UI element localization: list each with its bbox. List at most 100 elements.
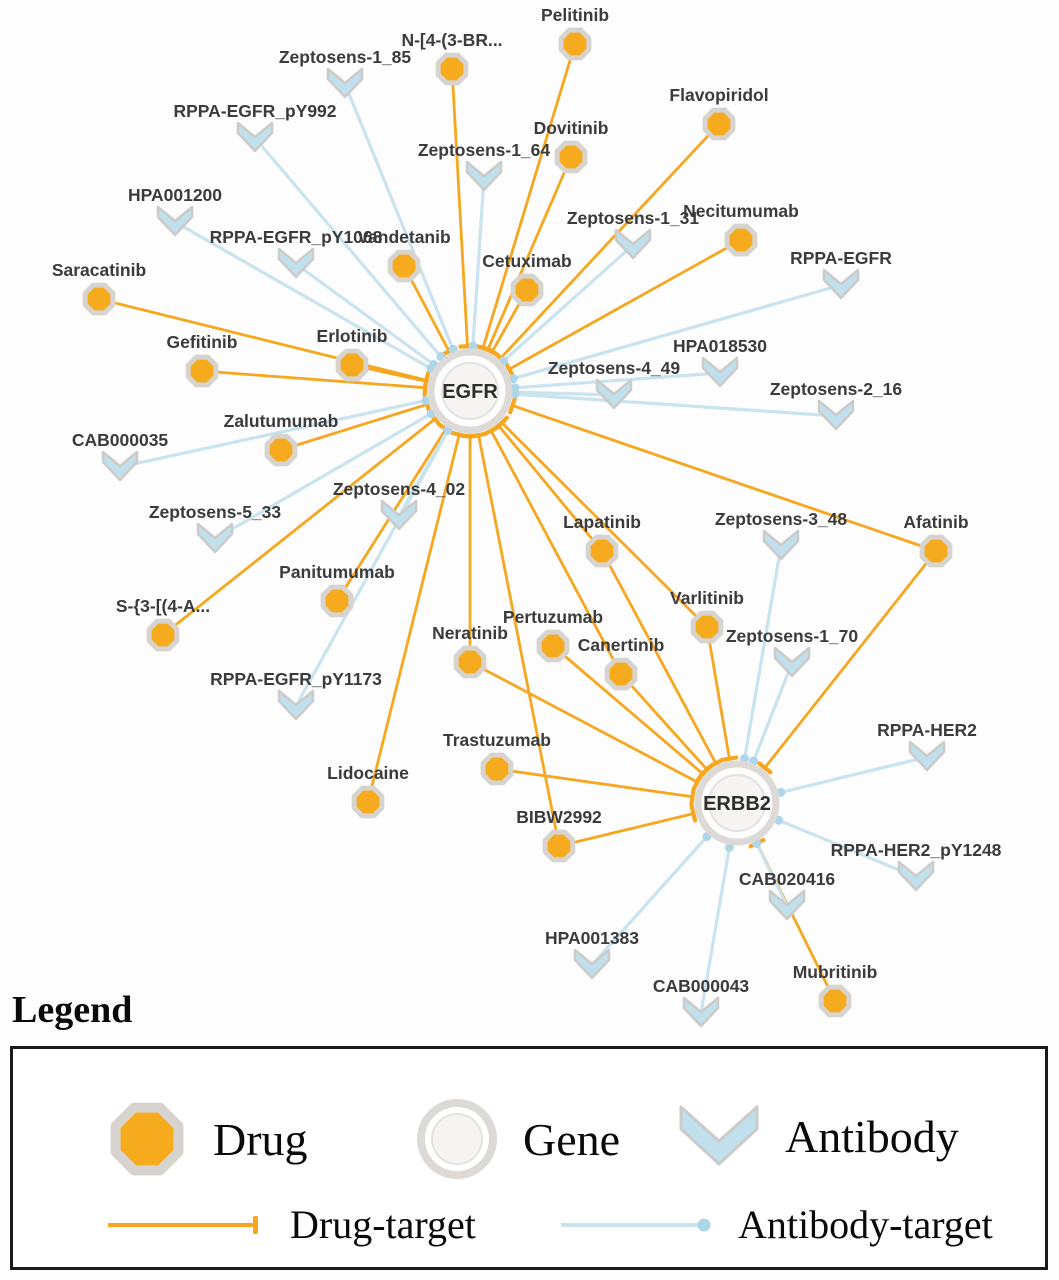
antibody-chevron <box>773 646 811 678</box>
node-Afatinib[interactable]: Afatinib <box>903 512 969 568</box>
drug-octagon <box>82 282 116 316</box>
node-label: Vandetanib <box>357 227 450 247</box>
node-Zeptosens-5_33[interactable]: Zeptosens-5_33 <box>149 502 282 554</box>
node-Gefitinib[interactable]: Gefitinib <box>167 332 238 388</box>
node-Zeptosens-1_31[interactable]: Zeptosens-1_31 <box>567 208 700 260</box>
antibody-chevron-icon <box>679 1105 759 1166</box>
node-Zeptosens-4_02[interactable]: Zeptosens-4_02 <box>333 479 466 531</box>
gene-circle-icon <box>417 1099 497 1179</box>
node-Zeptosens-1_70[interactable]: Zeptosens-1_70 <box>726 626 859 678</box>
node-Zeptosens-2_16[interactable]: Zeptosens-2_16 <box>770 379 903 431</box>
node-Lidocaine[interactable]: Lidocaine <box>327 763 409 819</box>
node-RPPA-EGFR[interactable]: RPPA-EGFR <box>790 248 892 300</box>
node-label: RPPA-HER2_pY1248 <box>831 840 1002 860</box>
node-label: ERBB2 <box>703 793 771 815</box>
node-Pertuzumab[interactable]: Pertuzumab <box>503 607 603 663</box>
drug-octagon <box>320 584 354 618</box>
node-Erlotinib[interactable]: Erlotinib <box>317 326 388 382</box>
node-Mubritinib[interactable]: Mubritinib <box>793 962 878 1018</box>
node-Zalutumumab[interactable]: Zalutumumab <box>224 411 339 467</box>
drug-octagon <box>351 785 385 819</box>
edge-HPA001383-ERBB2 <box>590 832 712 967</box>
edge-Afatinib-EGFR <box>508 396 937 553</box>
legend-item-drug-target: Drug-target <box>105 1201 476 1248</box>
edge-Zeptosens-3_48-ERBB2 <box>740 545 783 764</box>
node-Zeptosens-3_48[interactable]: Zeptosens-3_48 <box>715 509 848 561</box>
legend-item-drug: Drug <box>101 1093 308 1185</box>
edge-Neratinib-ERBB2 <box>469 660 703 791</box>
node-Canertinib[interactable]: Canertinib <box>578 635 665 691</box>
node-BIBW2992[interactable]: BIBW2992 <box>516 807 602 863</box>
antibody-chevron <box>701 356 739 388</box>
node-HPA001383[interactable]: HPA001383 <box>545 928 639 980</box>
drug-octagon <box>558 27 592 61</box>
antibody-chevron <box>277 247 315 279</box>
node-HPA001200[interactable]: HPA001200 <box>128 185 222 237</box>
drug-octagon <box>542 829 576 863</box>
drug-octagon <box>185 354 219 388</box>
legend-label-gene: Gene <box>523 1113 621 1165</box>
edge-Canertinib-EGFR <box>482 425 623 675</box>
node-Varlitinib[interactable]: Varlitinib <box>670 588 744 644</box>
node-CAB020416[interactable]: CAB020416 <box>739 869 836 921</box>
node-label: N-[4-(3-BR... <box>401 30 502 50</box>
node-label: Zalutumumab <box>224 411 339 431</box>
drug-octagon <box>604 657 638 691</box>
node-label: Gefitinib <box>167 332 238 352</box>
node-S-A[interactable]: S-{3-[(4-A... <box>116 596 210 652</box>
edge-Pelitinib-EGFR <box>474 43 577 353</box>
edge-Varlitinib-ERBB2 <box>705 626 739 763</box>
antibody-target-edge-icon <box>561 1218 711 1231</box>
node-N-BR[interactable]: N-[4-(3-BR... <box>401 30 503 86</box>
edge-Zeptosens-4_49-EGFR <box>510 387 615 397</box>
node-Zeptosens-1_64[interactable]: Zeptosens-1_64 <box>418 140 551 192</box>
node-Flavopiridol[interactable]: Flavopiridol <box>669 85 769 141</box>
edge-RPPA-HER2_pY1248-ERBB2 <box>774 815 917 879</box>
node-label: Zeptosens-2_16 <box>770 379 903 399</box>
drug-target-edge-icon <box>108 1215 258 1234</box>
edge-Lapatinib-ERBB2 <box>600 550 725 769</box>
node-Necitumumab[interactable]: Necitumumab <box>683 201 799 257</box>
node-label: RPPA-EGFR_pY1173 <box>210 669 382 689</box>
node-RPPA-EGFR_pY1068[interactable]: RPPA-EGFR_pY1068 <box>210 227 383 279</box>
node-RPPA-HER2_pY1248[interactable]: RPPA-HER2_pY1248 <box>831 840 1002 892</box>
edge-RPPA-EGFR-EGFR <box>508 283 842 384</box>
node-label: Necitumumab <box>683 201 799 221</box>
node-Dovitinib[interactable]: Dovitinib <box>534 118 609 174</box>
node-CAB000043[interactable]: CAB000043 <box>653 976 750 1028</box>
node-Zeptosens-4_49[interactable]: Zeptosens-4_49 <box>548 358 681 410</box>
node-label: BIBW2992 <box>516 807 602 827</box>
node-RPPA-EGFR_pY1173[interactable]: RPPA-EGFR_pY1173 <box>210 669 382 721</box>
node-Vandetanib[interactable]: Vandetanib <box>357 227 451 283</box>
node-Lapatinib[interactable]: Lapatinib <box>563 512 641 568</box>
node-label: Zeptosens-1_31 <box>567 208 700 228</box>
legend-label-antibody: Antibody <box>785 1110 959 1162</box>
node-Pelitinib[interactable]: Pelitinib <box>541 5 609 61</box>
node-RPPA-HER2[interactable]: RPPA-HER2 <box>877 720 977 772</box>
node-Trastuzumab[interactable]: Trastuzumab <box>443 730 551 786</box>
edge-Necitumumab-EGFR <box>503 238 742 378</box>
node-label: Zeptosens-4_02 <box>333 479 466 499</box>
antibody-chevron <box>595 378 633 410</box>
node-label: Neratinib <box>432 623 508 643</box>
legend-item-antibody-target: Antibody-target <box>558 1201 993 1248</box>
edge-Flavopiridol-EGFR <box>493 123 721 366</box>
node-ERBB2[interactable]: ERBB2 <box>694 760 780 846</box>
node-Panitumumab[interactable]: Panitumumab <box>279 562 395 618</box>
node-Cetuximab[interactable]: Cetuximab <box>482 251 572 307</box>
edge-Trastuzumab-ERBB2 <box>496 767 696 806</box>
drug-octagon-icon <box>110 1102 184 1176</box>
node-HPA018530[interactable]: HPA018530 <box>673 336 767 388</box>
edge-RPPA-EGFR_pY992-EGFR <box>253 136 446 362</box>
legend-item-antibody: Antibody <box>673 1101 959 1171</box>
node-Zeptosens-1_85[interactable]: Zeptosens-1_85 <box>279 47 412 99</box>
node-EGFR[interactable]: EGFR <box>427 348 513 434</box>
node-Saracatinib[interactable]: Saracatinib <box>52 260 146 316</box>
node-Neratinib[interactable]: Neratinib <box>432 623 508 679</box>
edge-HPA018530-EGFR <box>510 371 721 393</box>
node-CAB000035[interactable]: CAB000035 <box>72 430 169 482</box>
edge-Lidocaine-EGFR <box>366 430 469 803</box>
legend-box: Drug Gene Antibody Drug-target <box>10 1046 1048 1270</box>
node-RPPA-EGFR_pY992[interactable]: RPPA-EGFR_pY992 <box>173 101 337 153</box>
